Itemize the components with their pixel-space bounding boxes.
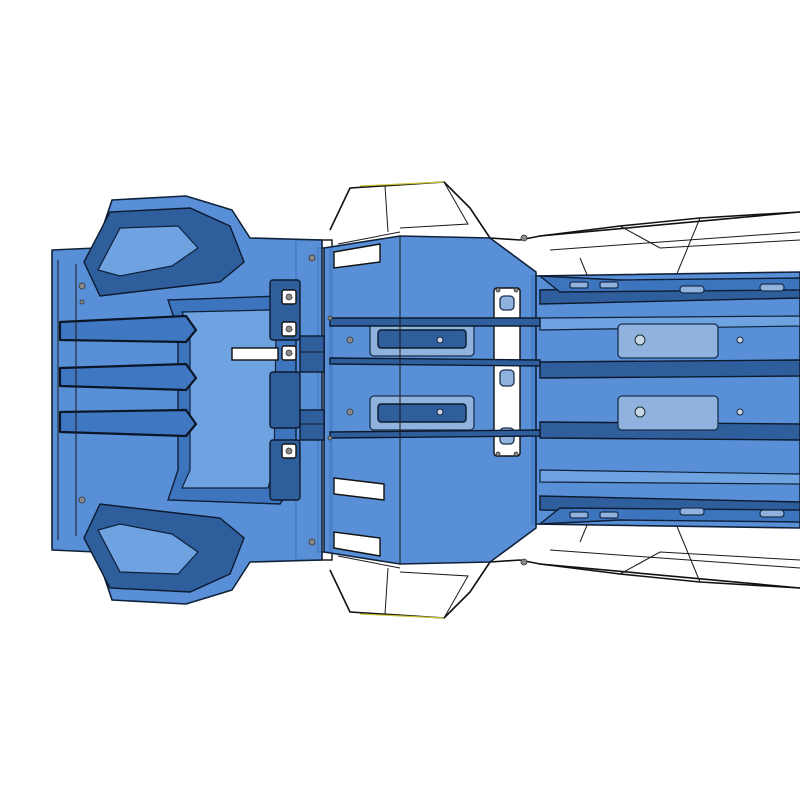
front-skid-plate bbox=[51, 195, 325, 605]
engine-skid-plate bbox=[323, 235, 541, 565]
body-outline bbox=[329, 181, 800, 619]
transmission-skid-plate bbox=[531, 271, 800, 529]
mount-bolts bbox=[308, 234, 528, 566]
